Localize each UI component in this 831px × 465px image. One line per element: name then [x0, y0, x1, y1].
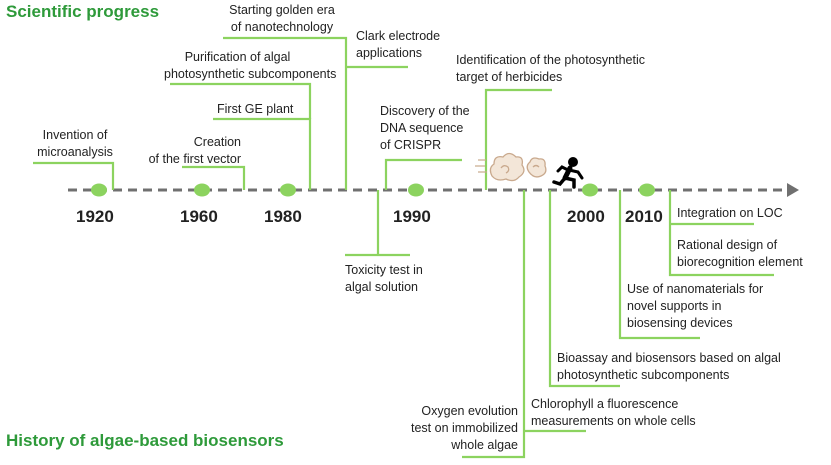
event-oxygen-evolution-test: Oxygen evolution test on immobilized who… — [388, 403, 518, 454]
event-line: Purification of algal — [184, 50, 291, 64]
year-label-1990: 1990 — [393, 207, 431, 226]
event-herbicides-target: Identification of the photosynthetic tar… — [456, 52, 645, 86]
year-marker — [408, 183, 424, 197]
event-line: Use of nanomaterials for — [627, 282, 764, 296]
event-line: Invention of — [42, 128, 108, 142]
event-line: DNA sequence — [380, 121, 464, 135]
connector-herbicides-target — [484, 88, 552, 190]
event-first-ge-plant: First GE plant — [217, 101, 293, 118]
year-label-1960: 1960 — [180, 207, 218, 226]
connector-oxygen-evolution-test — [462, 190, 526, 459]
event-line: whole algae — [451, 438, 518, 452]
year-marker — [91, 183, 107, 197]
event-toxicity-test: Toxicity test in algal solution — [345, 262, 423, 296]
event-line: Oxygen evolution — [421, 404, 518, 418]
event-line: novel supports in — [627, 299, 722, 313]
event-line: photosynthetic subcomponents — [557, 368, 730, 382]
connector-invention-of-microanalysis — [33, 161, 115, 190]
scientific-progress-heading: Scientific progress — [6, 2, 160, 21]
event-golden-era-nanotechnology: Starting golden era of nanotechnology — [214, 2, 350, 36]
event-line: of nanotechnology — [230, 20, 334, 34]
year-marker — [582, 183, 598, 197]
connector-creation-of-first-vector — [182, 165, 246, 190]
event-line: Creation — [193, 135, 241, 149]
year-label-2000: 2000 — [567, 207, 605, 226]
event-line: photosynthetic subcomponents — [164, 67, 337, 81]
connector-golden-era-nanotechnology — [223, 36, 348, 190]
event-creation-of-first-vector: Creation of the first vector — [110, 134, 241, 168]
connector-nanomaterials-supports — [618, 190, 700, 340]
event-line: Starting golden era — [229, 3, 335, 17]
event-line: Toxicity test in — [345, 263, 423, 277]
connector-bioassay-biosensors — [548, 190, 620, 388]
event-line: Discovery of the — [380, 104, 470, 118]
year-marker — [194, 183, 210, 197]
year-marker — [639, 183, 655, 197]
event-rational-design: Rational design of biorecognition elemen… — [677, 237, 803, 271]
timeline-arrowhead — [787, 183, 799, 197]
event-line: Bioassay and biosensors based on algal — [557, 351, 781, 365]
event-clark-electrode: Clark electrode applications — [356, 28, 440, 62]
dust-cloud-icon — [489, 152, 547, 182]
event-line: Identification of the photosynthetic — [456, 53, 646, 67]
year-label-2010: 2010 — [625, 207, 663, 226]
event-integration-loc: Integration on LOC — [677, 205, 783, 222]
connector-purification-algal-subcomponents — [170, 82, 312, 119]
running-person-icon — [552, 157, 584, 189]
event-line: Rational design of — [677, 238, 778, 252]
event-line: Chlorophyll a fluorescence — [531, 397, 679, 411]
event-line: measurements on whole cells — [531, 414, 696, 428]
event-bioassay-biosensors: Bioassay and biosensors based on algal p… — [557, 350, 781, 384]
year-label-1920: 1920 — [76, 207, 114, 226]
event-chlorophyll-fluorescence: Chlorophyll a fluorescence measurements … — [531, 396, 696, 430]
event-line: of CRISPR — [380, 138, 442, 152]
event-nanomaterials-supports: Use of nanomaterials for novel supports … — [627, 281, 763, 332]
event-invention-of-microanalysis: Invention of microanalysis — [25, 127, 125, 161]
dust-trail-icon — [475, 159, 487, 173]
year-marker — [280, 183, 296, 197]
event-line: Clark electrode — [356, 29, 441, 43]
event-line: biosensing devices — [627, 316, 733, 330]
event-line: test on immobilized — [411, 421, 518, 435]
event-line: First GE plant — [217, 102, 294, 116]
event-line: biorecognition element — [677, 255, 803, 269]
algae-biosensors-history-heading: History of algae-based biosensors — [6, 431, 284, 450]
event-crispr-discovery: Discovery of the DNA sequence of CRISPR — [380, 103, 470, 154]
event-line: microanalysis — [37, 145, 113, 159]
event-line: algal solution — [345, 280, 418, 294]
event-line: of the first vector — [148, 152, 241, 166]
event-line: Integration on LOC — [677, 206, 783, 220]
event-line: applications — [356, 46, 423, 60]
event-line: target of herbicides — [456, 70, 563, 84]
event-purification-algal-subcomponents: Purification of algal photosynthetic sub… — [164, 49, 337, 83]
connector-crispr-discovery — [384, 158, 462, 190]
connector-rational-design — [668, 190, 774, 277]
year-label-1980: 1980 — [264, 207, 302, 226]
